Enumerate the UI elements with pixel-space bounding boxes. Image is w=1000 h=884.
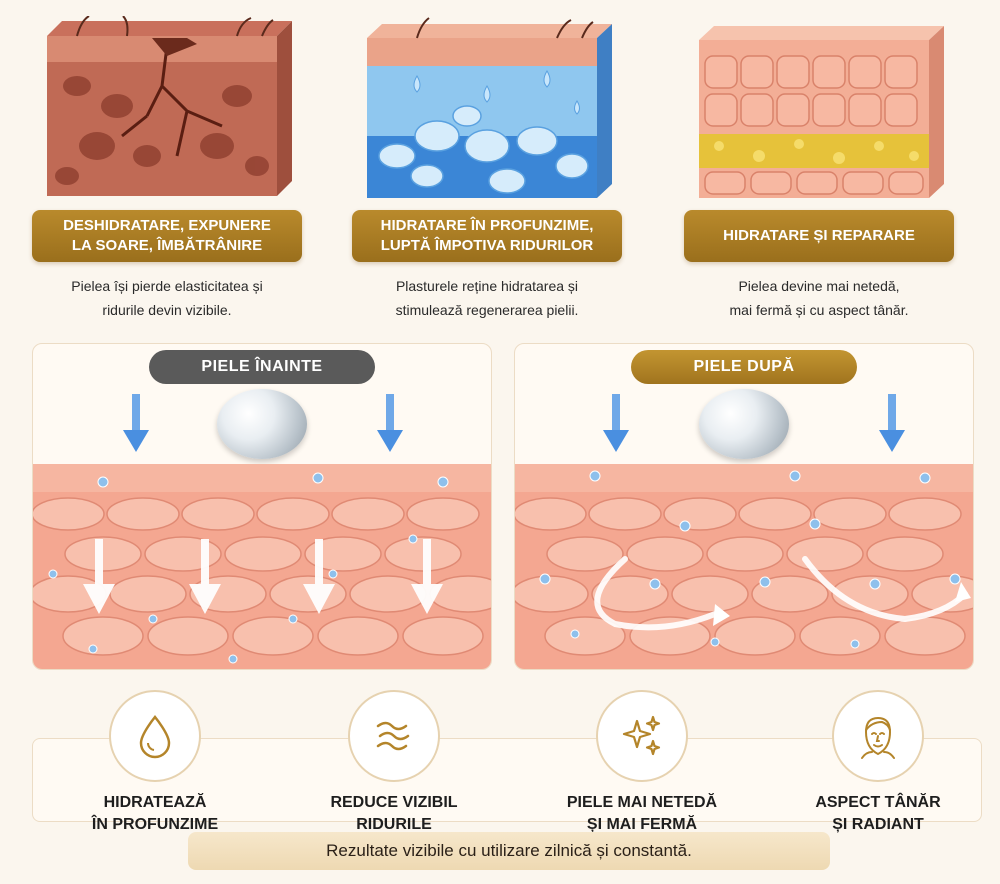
badge-repair-text: HIDRATARE ȘI REPARARE [723, 227, 915, 244]
benefit-icon-circle [109, 690, 201, 782]
benefit-label: HIDRATEAZĂ ÎN PROFUNZIME [91, 794, 219, 833]
panel-skin-before: PIELE ÎNAINTE [32, 343, 492, 670]
badge-dehydration: DESHIDRATARE, EXPUNERE LA SOARE, ÎMBĂTRÂ… [32, 210, 302, 262]
benefit-icon-circle [596, 690, 688, 782]
arrow-down-icon [123, 394, 149, 452]
droplet-icon [139, 715, 171, 759]
column-dehydration: DESHIDRATARE, EXPUNERE LA SOARE, ÎMBĂTRÂ… [32, 16, 302, 322]
repaired-skin-illustration [699, 26, 944, 198]
skin-cells-before [33, 464, 491, 669]
smooth-lines-icon [376, 721, 410, 751]
arrow-down-icon [879, 394, 905, 452]
description-repair: Pielea devine mai netedă, mai fermă și c… [729, 278, 909, 318]
arrow-down-icon [603, 394, 629, 452]
description-dehydration: Pielea își pierde elasticitatea și ridur… [71, 278, 263, 318]
panel-skin-after: PIELE DUPĂ [514, 343, 974, 670]
column-repair: HIDRATARE ȘI REPARARE Pielea devine mai … [684, 16, 954, 322]
benefit-reduce-wrinkles: REDUCE VIZIBIL RIDURILE [284, 690, 504, 836]
hydrated-skin-illustration [367, 17, 612, 198]
patch-droplet-icon [217, 389, 307, 459]
skin-cells-after [515, 464, 973, 669]
label-skin-before: PIELE ÎNAINTE [149, 350, 375, 384]
benefit-icon-circle [832, 690, 924, 782]
badge-hydration: HIDRATARE ÎN PROFUNZIME, LUPTĂ ÎMPOTIVA … [352, 210, 622, 262]
badge-hydration-text: HIDRATARE ÎN PROFUNZIME, LUPTĂ ÎMPOTIVA … [380, 217, 594, 254]
description-hydration: Plasturele reține hidratarea și stimulea… [395, 278, 579, 318]
benefit-label: REDUCE VIZIBIL RIDURILE [330, 794, 458, 833]
label-skin-after: PIELE DUPĂ [631, 350, 857, 384]
arrow-down-icon [377, 394, 403, 452]
benefit-icon-circle [348, 690, 440, 782]
badge-dehydration-text: DESHIDRATARE, EXPUNERE LA SOARE, ÎMBĂTRÂ… [63, 217, 271, 254]
patch-droplet-icon [699, 389, 789, 459]
sparkle-icon [622, 715, 661, 756]
benefit-youthful-look: ASPECT TÂNĂR ȘI RADIANT [768, 690, 988, 836]
face-icon [861, 716, 895, 759]
damaged-skin-illustration [47, 16, 292, 196]
benefit-label: PIELE MAI NETEDĂ ȘI MAI FERMĂ [566, 794, 718, 833]
column-hydration: HIDRATARE ÎN PROFUNZIME, LUPTĂ ÎMPOTIVA … [352, 16, 622, 322]
badge-repair: HIDRATARE ȘI REPARARE [684, 210, 954, 262]
benefit-deep-hydration: HIDRATEAZĂ ÎN PROFUNZIME [45, 690, 265, 836]
footer-text: Rezultate vizibile cu utilizare zilnică … [326, 841, 692, 860]
footer-banner: Rezultate vizibile cu utilizare zilnică … [188, 832, 830, 870]
benefit-label: ASPECT TÂNĂR ȘI RADIANT [815, 794, 941, 833]
benefit-smoother-skin: PIELE MAI NETEDĂ ȘI MAI FERMĂ [532, 690, 752, 836]
